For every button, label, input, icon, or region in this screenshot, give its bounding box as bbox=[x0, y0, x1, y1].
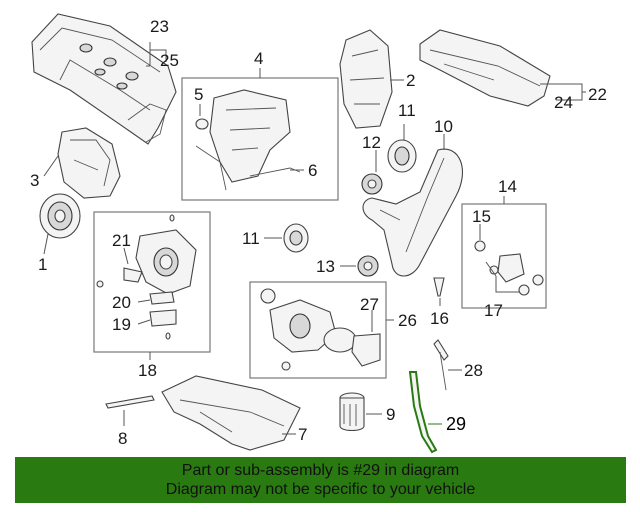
cam-sprocket-upper bbox=[387, 139, 417, 173]
info-banner: Part or sub-assembly is #29 in diagram D… bbox=[15, 457, 626, 503]
callout-26: 26 bbox=[398, 311, 417, 330]
timing-belt bbox=[362, 148, 463, 277]
oil-level-gauge-highlighted bbox=[408, 371, 438, 454]
tensioner-assembly bbox=[474, 240, 544, 296]
water-pump-assembly bbox=[96, 214, 197, 340]
rear-head-cover bbox=[419, 29, 551, 107]
oil-filter bbox=[339, 392, 365, 432]
callout-24: 24 bbox=[554, 93, 573, 112]
callout-8: 8 bbox=[118, 429, 127, 448]
callout-17: 17 bbox=[484, 301, 503, 320]
crank-pulley bbox=[39, 193, 81, 239]
timing-cover bbox=[57, 127, 121, 199]
callout-28: 28 bbox=[464, 361, 483, 380]
idler-pulley-lower bbox=[357, 255, 379, 277]
callout-18: 18 bbox=[138, 361, 157, 380]
oil-dipstick bbox=[105, 395, 155, 409]
banner-line-2: Diagram may not be specific to your vehi… bbox=[165, 481, 476, 498]
callout-4: 4 bbox=[254, 49, 263, 68]
callout-2: 2 bbox=[406, 71, 415, 90]
oil-pump-assembly bbox=[260, 288, 381, 371]
callout-12: 12 bbox=[362, 133, 381, 152]
callout-16: 16 bbox=[430, 309, 449, 328]
timing-cover-gaskets bbox=[195, 89, 301, 191]
oil-pan bbox=[161, 375, 301, 451]
tensioner-bolt bbox=[433, 277, 445, 297]
callout-23: 23 bbox=[150, 17, 169, 36]
callout-13: 13 bbox=[316, 257, 335, 276]
idler-pulley bbox=[361, 173, 383, 195]
callout-22: 22 bbox=[588, 85, 607, 104]
callout-27: 27 bbox=[360, 295, 379, 314]
cylinder-head-cover bbox=[31, 13, 177, 145]
callout-6: 6 bbox=[308, 161, 317, 180]
callout-25: 25 bbox=[160, 51, 179, 70]
crank-sprocket bbox=[283, 223, 309, 253]
callout-9: 9 bbox=[386, 405, 395, 424]
group-box-26 bbox=[249, 281, 387, 379]
callout-19: 19 bbox=[112, 315, 131, 334]
callout-11-upper: 11 bbox=[398, 101, 416, 120]
callout-5: 5 bbox=[194, 85, 203, 104]
dipstick-tube bbox=[433, 339, 449, 391]
upper-timing-cover bbox=[339, 29, 393, 129]
callout-10: 10 bbox=[434, 117, 453, 136]
callout-1: 1 bbox=[38, 255, 47, 274]
callout-11-lower: 11 bbox=[242, 229, 260, 248]
banner-line-1: Part or sub-assembly is #29 in diagram bbox=[181, 462, 460, 479]
callout-21: 21 bbox=[112, 231, 131, 250]
group-box-18 bbox=[93, 211, 211, 353]
callout-7: 7 bbox=[298, 425, 307, 444]
callout-20: 20 bbox=[112, 293, 131, 312]
callout-3: 3 bbox=[30, 171, 39, 190]
callout-14: 14 bbox=[498, 177, 517, 196]
callout-29-highlighted: 29 bbox=[446, 414, 466, 434]
callout-15: 15 bbox=[472, 207, 491, 226]
